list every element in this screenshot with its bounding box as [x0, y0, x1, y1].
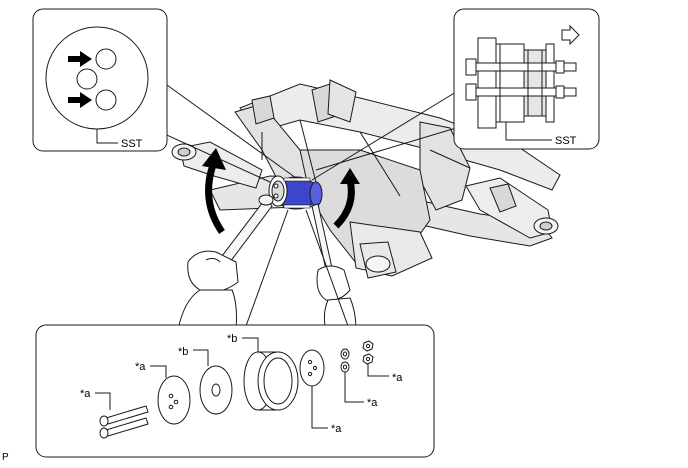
- callout-bottom: *a *a *b *b: [35, 324, 435, 458]
- bushing-section: [523, 49, 547, 117]
- solid-right-arrow-icon: [68, 92, 92, 108]
- sst-label-top-right: SST: [555, 135, 577, 147]
- sst-plate-left: [157, 375, 191, 425]
- rotation-arrow-right-icon: [333, 168, 360, 229]
- sst-plate-right: [299, 349, 325, 387]
- label-nuts-left: *a: [367, 397, 378, 409]
- callout-top-left: SST: [32, 8, 168, 152]
- sst-washer: [199, 365, 233, 415]
- bolts-pair: [99, 405, 149, 439]
- label-washer: *b: [178, 346, 188, 358]
- hand-left-illustration: [177, 250, 239, 331]
- label-plate-left: *a: [135, 361, 146, 373]
- label-cup: *b: [227, 333, 237, 345]
- sst-hole-lower: [95, 89, 117, 111]
- bolt-head-upper: [465, 58, 477, 76]
- bolt-head-lower: [465, 83, 477, 101]
- figure-corner-code: P: [2, 452, 9, 463]
- sst-tool-on-bushing: [268, 175, 323, 210]
- label-nuts-right: *a: [392, 372, 403, 384]
- label-plate-right: *a: [331, 423, 342, 435]
- sst-plate-section: [477, 37, 497, 129]
- sst-plate-right-section: [545, 43, 555, 123]
- outline-right-arrow-icon: [561, 24, 580, 46]
- nut-lower: [555, 85, 565, 99]
- solid-right-arrow-icon: [68, 51, 92, 67]
- sst-cup: [243, 351, 299, 411]
- nuts-pair-left: [340, 348, 350, 373]
- rotation-arrow-left-icon: [202, 148, 226, 234]
- sst-label-top-left: SST: [121, 138, 143, 150]
- nut-upper: [555, 60, 565, 74]
- sst-hole-middle: [76, 68, 98, 90]
- hand-right-illustration: [316, 265, 357, 331]
- sst-hole-upper: [95, 48, 117, 70]
- label-bolts: *a: [80, 388, 91, 400]
- callout-top-right: SST: [453, 8, 600, 150]
- nuts-pair-right: [362, 340, 374, 365]
